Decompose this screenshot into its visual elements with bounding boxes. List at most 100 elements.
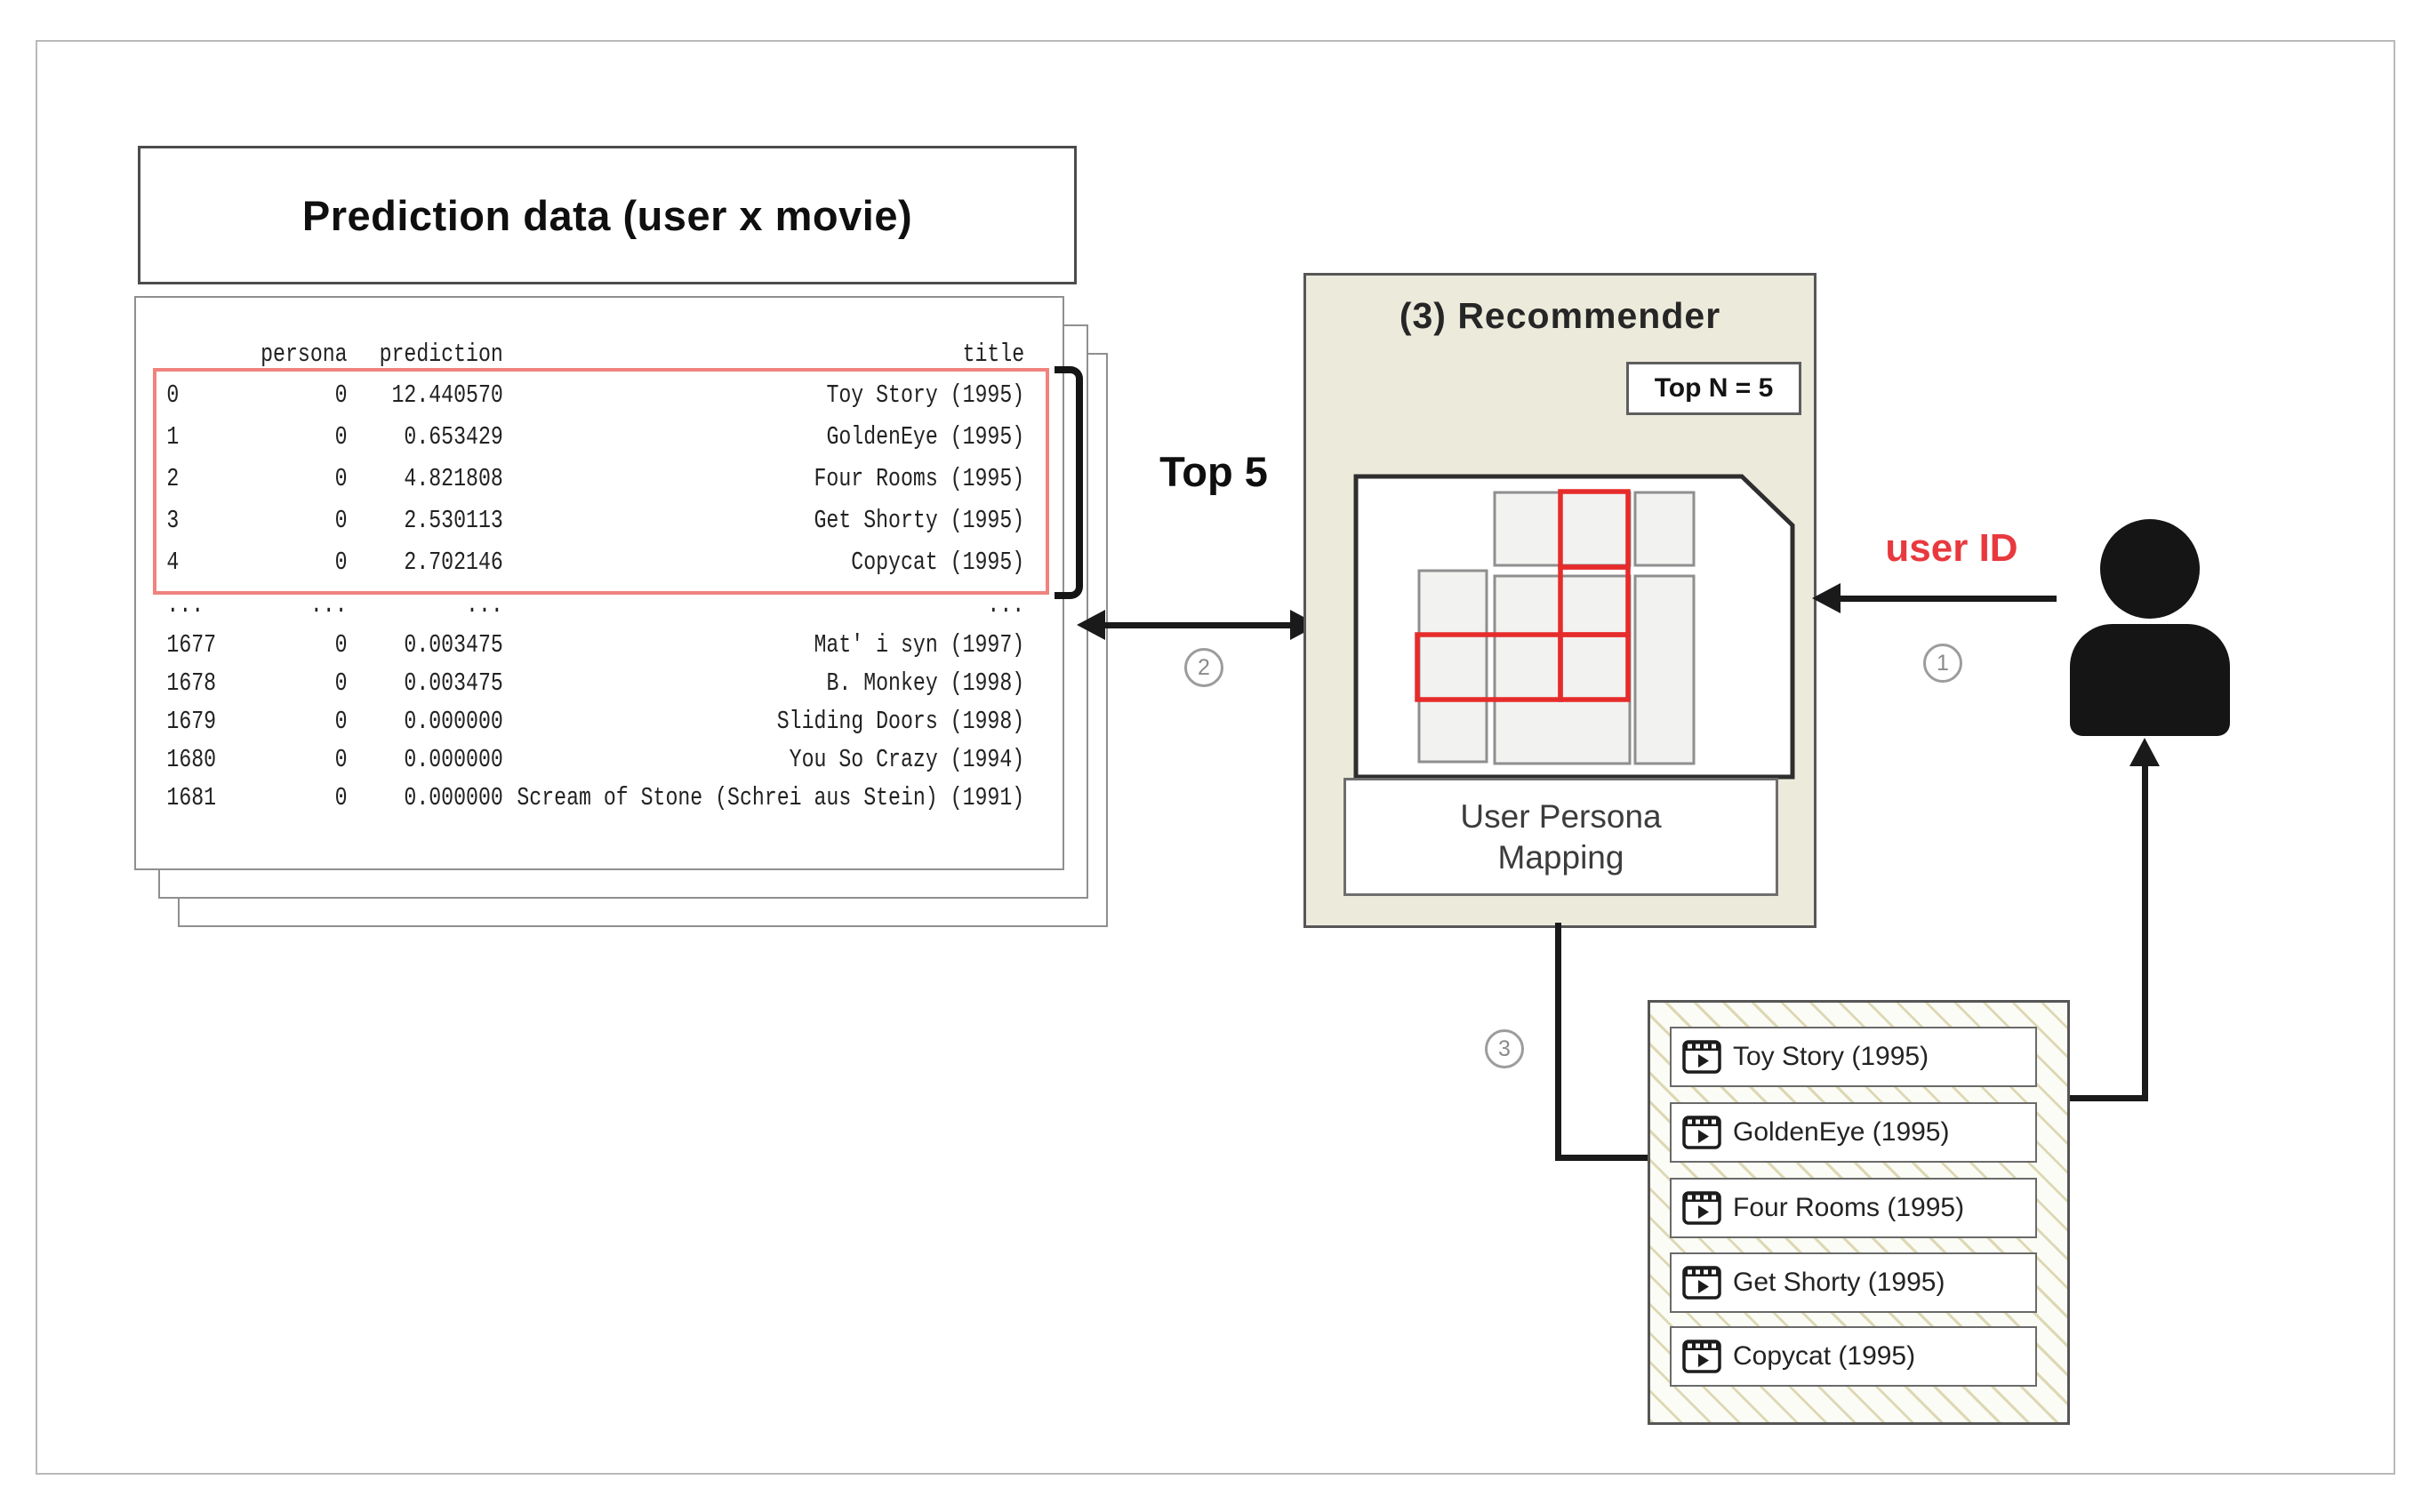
table-cell: 1	[166, 422, 180, 452]
table-cell: 0	[334, 668, 348, 698]
film-clip-icon	[1682, 1116, 1721, 1149]
table-row: 1681 0 0.000000 Scream of Stone (Schrei aus…	[136, 779, 1063, 817]
table-cell: Scream of Stone (Schrei aus Stein) (1991…	[517, 783, 1025, 812]
recommender-box: (3) Recommender Top N = 5 User Persona M…	[1303, 273, 1816, 928]
table-cell: 1678	[166, 668, 217, 698]
table-cell: 1677	[166, 630, 217, 660]
table-cell: Copycat (1995)	[851, 548, 1025, 577]
table-cell: Toy Story (1995)	[826, 380, 1025, 410]
table-row: ............	[136, 583, 1063, 626]
table-cell: 0	[334, 506, 348, 535]
table-cell: 0.000000	[404, 783, 503, 812]
recommendation-list: Toy Story (1995)GoldenEye (1995)Four Roo…	[1648, 1000, 2070, 1425]
table-cell: 3	[166, 506, 180, 535]
table-cell: 0	[334, 745, 348, 774]
table-cell: GoldenEye (1995)	[826, 422, 1025, 452]
table-row: 0 0 12.440570 Toy Story (1995)	[136, 374, 1063, 416]
movie-title-label: Copycat (1995)	[1733, 1341, 1916, 1371]
header-title: title	[962, 339, 1025, 369]
step-3-number: 3	[1498, 1036, 1511, 1061]
step-1-number: 1	[1937, 650, 1949, 676]
table-cell: 0	[334, 380, 348, 410]
table-cell: 0	[166, 380, 180, 410]
table-row: 1 0 0.653429 GoldenEye (1995)	[136, 416, 1063, 458]
table-cell: 0.003475	[404, 668, 503, 698]
recommended-movie-item: Toy Story (1995)	[1670, 1027, 2037, 1087]
table-cell: ...	[309, 589, 348, 620]
table-cell: 2.530113	[404, 506, 503, 535]
table-cell: 0	[334, 548, 348, 577]
film-clip-icon	[1682, 1340, 1721, 1373]
recommended-movie-item: Get Shorty (1995)	[1670, 1252, 2037, 1313]
prediction-table: persona prediction title 0 0 12.440570 Toy …	[134, 296, 1064, 870]
table-cell: 0	[334, 783, 348, 812]
film-clip-icon	[1682, 1266, 1721, 1300]
table-cell: 0	[334, 422, 348, 452]
table-cell: 0	[334, 630, 348, 660]
top5-arrow	[1103, 622, 1292, 628]
arrow-up-icon	[2129, 738, 2160, 766]
persona-matrix-card	[1353, 474, 1795, 780]
table-cell: 0.653429	[404, 422, 503, 452]
film-clip-icon	[1682, 1040, 1721, 1074]
table-cell: 2	[166, 464, 180, 493]
table-cell: 0	[334, 707, 348, 736]
table-cell: 0.000000	[404, 745, 503, 774]
top5-label: Top 5	[1159, 448, 1268, 495]
mapping-label-line2: Mapping	[1497, 838, 1624, 876]
prediction-table-content: persona prediction title 0 0 12.440570 Toy …	[136, 333, 1063, 817]
list-to-user-line	[2142, 764, 2148, 1101]
table-cell: 1681	[166, 783, 217, 812]
table-cell: Get Shorty (1995)	[814, 506, 1025, 535]
movie-title-label: Get Shorty (1995)	[1733, 1268, 1945, 1297]
user-id-label: user ID	[1885, 526, 2018, 570]
table-cell: 0	[334, 464, 348, 493]
top5-highlight-box	[153, 368, 1049, 595]
table-cell: Mat' i syn (1997)	[814, 630, 1025, 660]
table-cell: You So Crazy (1994)	[789, 745, 1025, 774]
table-cell: B. Monkey (1998)	[826, 668, 1025, 698]
table-top-rows: 0 0 12.440570 Toy Story (1995) 1 0 0.653429 Gol…	[136, 374, 1063, 583]
step-2-number: 2	[1198, 654, 1210, 680]
table-cell: ...	[166, 589, 205, 620]
persona-cells-selected-red	[1415, 489, 1631, 702]
table-cell: 4.821808	[404, 464, 503, 493]
table-bottom-rows: 1677 0 0.003475 Mat' i syn (1997) 1678 0 0.003…	[136, 626, 1063, 817]
table-cell: 2.702146	[404, 548, 503, 577]
table-row: 1678 0 0.003475 B. Monkey (1998)	[136, 664, 1063, 702]
prediction-data-title-box: Prediction data (user x movie)	[138, 146, 1077, 284]
table-cell: ...	[987, 589, 1025, 620]
list-to-user-elbow	[2063, 1095, 2148, 1101]
recommended-movie-item: GoldenEye (1995)	[1670, 1102, 2037, 1163]
table-ellipsis-rows: ............	[136, 583, 1063, 626]
user-id-arrow	[1839, 596, 2057, 602]
table-cell: Sliding Doors (1998)	[776, 707, 1025, 736]
movie-title-label: Toy Story (1995)	[1733, 1042, 1929, 1071]
table-cell: 12.440570	[391, 380, 503, 410]
person-icon-body	[2070, 624, 2230, 736]
table-cell: 0.003475	[404, 630, 503, 660]
header-persona: persona	[261, 339, 348, 369]
user-persona-mapping-box: User Persona Mapping	[1343, 778, 1778, 896]
film-clip-icon	[1682, 1191, 1721, 1225]
table-cell: ...	[466, 589, 503, 620]
table-cell: 0.000000	[404, 707, 503, 736]
header-prediction: prediction	[379, 339, 503, 369]
step-3-badge: 3	[1485, 1029, 1524, 1068]
table-row: 1677 0 0.003475 Mat' i syn (1997)	[136, 626, 1063, 664]
top-n-box: Top N = 5	[1626, 362, 1801, 415]
recommended-movie-item: Copycat (1995)	[1670, 1326, 2037, 1387]
arrow-left-icon	[1077, 610, 1105, 640]
top-n-label: Top N = 5	[1654, 373, 1774, 403]
table-header-row: persona prediction title	[136, 333, 1063, 374]
arrow-left-icon	[1812, 583, 1841, 613]
table-cell: Four Rooms (1995)	[814, 464, 1025, 493]
person-icon	[2100, 519, 2200, 619]
table-row: 2 0 4.821808 Four Rooms (1995)	[136, 458, 1063, 500]
top5-bracket	[1055, 366, 1083, 599]
table-cell: 4	[166, 548, 180, 577]
mapping-label-line1: User Persona	[1460, 798, 1662, 836]
